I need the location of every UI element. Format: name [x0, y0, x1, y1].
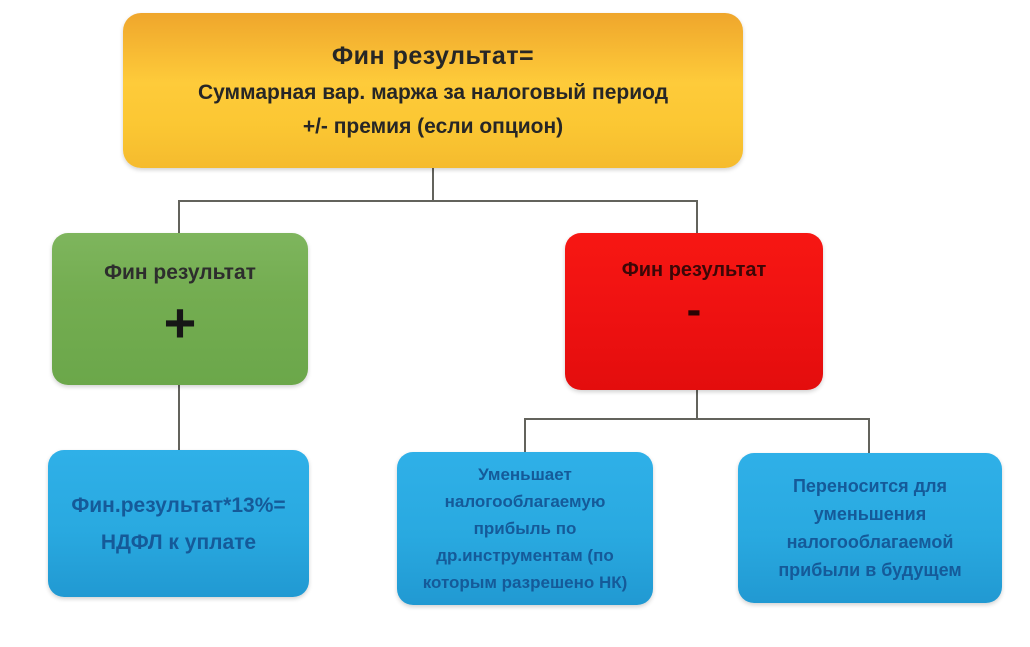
connector-to-outcome-mid	[524, 418, 526, 453]
connector-to-positive	[178, 200, 180, 233]
connector-positive-outcome	[178, 385, 180, 450]
root-title: Фин результат=	[331, 42, 535, 70]
connector-to-outcome-right	[868, 418, 870, 453]
node-fin-result-positive: Фин результат +	[52, 233, 308, 385]
connector-bottom-split	[524, 418, 870, 420]
node-carry-forward-loss: Переносится для уменьшения налогооблагае…	[738, 453, 1002, 603]
connector-root-down	[432, 168, 434, 201]
carry-forward-loss-text: Переносится для уменьшения налогооблагае…	[778, 476, 962, 580]
ndfl-outcome-text: Фин.результат*13%= НДФЛ к уплате	[71, 493, 286, 554]
minus-sign-icon: -	[686, 285, 702, 334]
reduce-taxable-profit-text: Уменьшает налогооблагаемую прибыль по др…	[422, 465, 628, 592]
plus-sign-icon: +	[163, 291, 197, 354]
node-reduce-taxable-profit: Уменьшает налогооблагаемую прибыль по др…	[397, 452, 653, 605]
node-ndfl-outcome: Фин.результат*13%= НДФЛ к уплате	[48, 450, 309, 597]
negative-label: Фин результат	[621, 259, 767, 281]
connector-to-negative	[696, 200, 698, 233]
connector-negative-down	[696, 390, 698, 418]
connector-top-split	[178, 200, 698, 202]
root-premium: +/- премия (если опцион)	[302, 115, 564, 138]
node-fin-result-formula: Фин результат= Суммарная вар. маржа за н…	[123, 13, 743, 168]
node-fin-result-negative: Фин результат -	[565, 233, 823, 390]
positive-label: Фин результат	[104, 261, 256, 284]
root-subtitle: Суммарная вар. маржа за налоговый период	[197, 81, 669, 104]
